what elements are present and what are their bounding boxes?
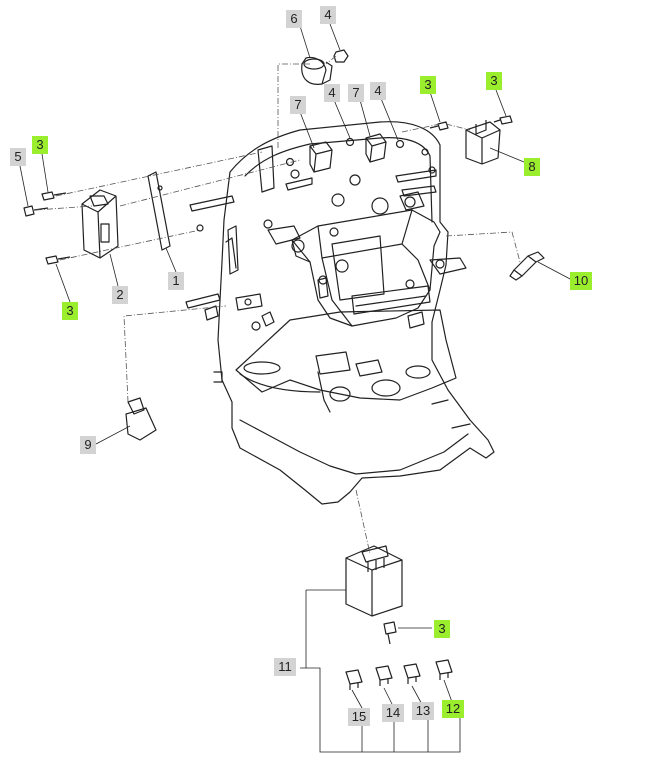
callout-1[interactable]: 1 (168, 272, 184, 290)
bolt-part-3-d[interactable] (45, 255, 71, 265)
bracket-part-1[interactable] (147, 171, 171, 251)
bolt-part-5[interactable] (23, 205, 49, 217)
callout-6[interactable]: 6 (286, 10, 302, 28)
relay-part-8[interactable] (465, 120, 501, 165)
callout-3[interactable]: 3 (62, 302, 78, 320)
fuse-part-14[interactable] (375, 665, 393, 686)
callout-3[interactable]: 3 (420, 76, 436, 94)
module-part-2[interactable] (81, 189, 119, 259)
relay-part-7-a[interactable] (309, 141, 333, 173)
callout-4[interactable]: 4 (370, 82, 386, 100)
sensor-part-9[interactable] (125, 397, 157, 441)
callout-11[interactable]: 11 (274, 658, 296, 676)
fuse-part-15[interactable] (345, 669, 363, 690)
callout-7[interactable]: 7 (348, 84, 364, 102)
callout-5[interactable]: 5 (10, 148, 26, 166)
callout-15[interactable]: 15 (348, 708, 370, 726)
relay-part-11[interactable] (345, 545, 403, 617)
callout-3[interactable]: 3 (434, 620, 450, 638)
callout-3[interactable]: 3 (486, 72, 502, 90)
fuse-part-13[interactable] (403, 663, 421, 684)
nut-part-4-c[interactable] (395, 139, 405, 149)
callout-10[interactable]: 10 (570, 272, 592, 290)
bolt-part-3-e[interactable] (383, 621, 397, 645)
fuse-part-12[interactable] (435, 659, 453, 680)
bolt-part-3-a[interactable] (429, 121, 449, 131)
callout-4[interactable]: 4 (324, 84, 340, 102)
center-bracket (291, 209, 441, 327)
sensor-part-10[interactable] (509, 251, 545, 281)
callout-8[interactable]: 8 (524, 158, 540, 176)
callout-3[interactable]: 3 (32, 136, 48, 154)
callout-9[interactable]: 9 (80, 436, 96, 454)
nut-part-4-top[interactable] (333, 49, 349, 63)
clamp-part-6[interactable] (301, 56, 333, 85)
bolt-part-3-c[interactable] (41, 191, 67, 201)
callout-14[interactable]: 14 (382, 704, 404, 722)
bolt-part-3-b[interactable] (493, 115, 513, 125)
floor-plate (235, 309, 457, 401)
callout-2[interactable]: 2 (112, 286, 128, 304)
callout-12[interactable]: 12 (442, 700, 464, 718)
callout-4[interactable]: 4 (320, 6, 336, 24)
frame-back-plate (217, 121, 495, 505)
relay-part-7-b[interactable] (365, 133, 387, 163)
nut-part-4-b[interactable] (345, 137, 355, 147)
callout-7[interactable]: 7 (290, 96, 306, 114)
callout-13[interactable]: 13 (412, 702, 434, 720)
